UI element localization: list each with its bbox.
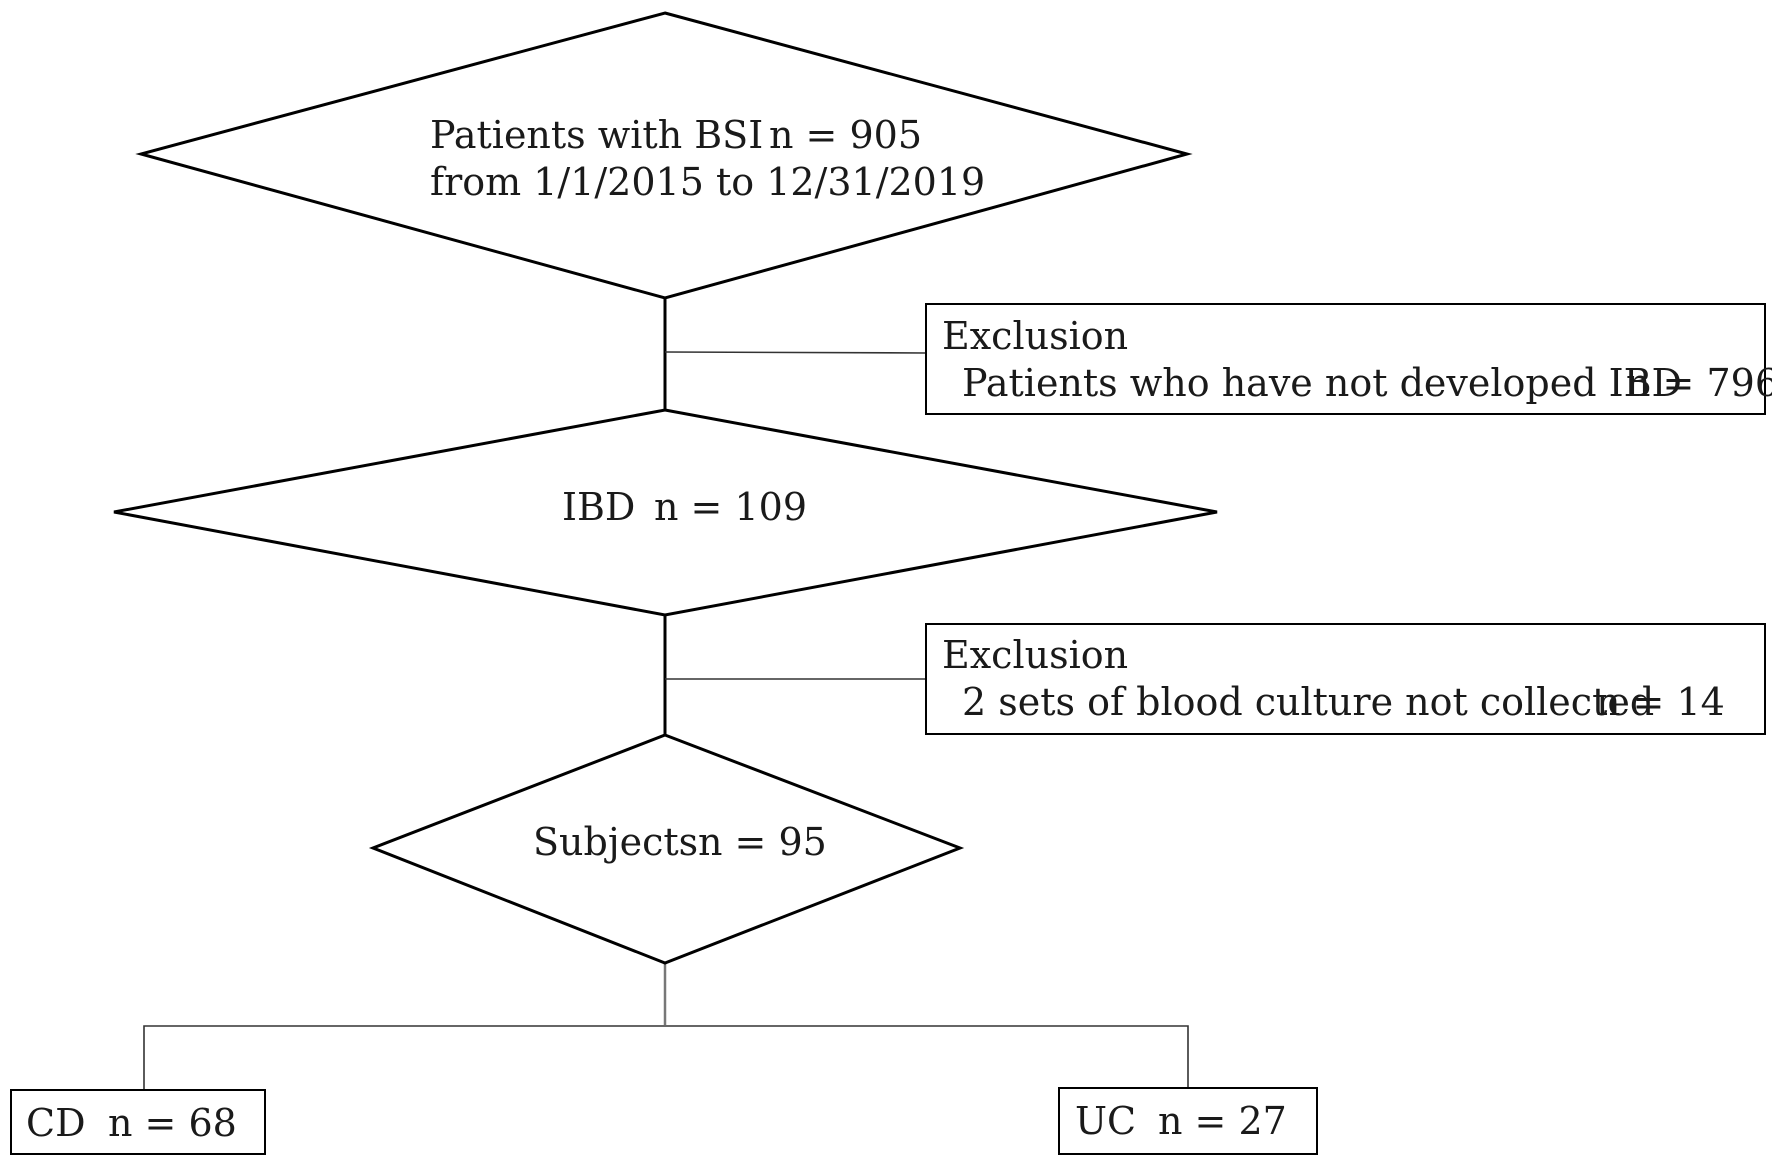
exclusion-1-reason: Patients who have not developed IBD [962,361,1682,405]
ibd-count: n = 109 [654,485,807,529]
diamond-shape [135,11,1193,300]
exclusion-1-count: n = 796 [1626,361,1772,405]
bsi-date-range: from 1/1/2015 to 12/31/2019 [430,160,985,204]
uc-box-frame [1058,1087,1318,1155]
subjects-label: Subjects [533,820,698,864]
group-box-cd: CD n = 68 [10,1089,266,1155]
exclusion-box-1: Exclusion Patients who have not develope… [925,303,1772,415]
cd-count: n = 68 [108,1101,237,1145]
diamond-shape [368,733,965,965]
exclusion-box-2-frame [925,623,1766,735]
uc-count: n = 27 [1158,1099,1287,1143]
bsi-label: Patients with BSI [430,113,763,157]
uc-label: UC [1075,1099,1136,1143]
diamond-shape [113,408,1218,617]
decision-subjects: Subjects n = 95 [368,733,965,965]
exclusion-box-1-frame [925,303,1766,415]
cd-box-frame [10,1089,266,1155]
exclusion-box-2: Exclusion 2 sets of blood culture not co… [925,623,1766,735]
decision-bsi-patients: Patients with BSI n = 905 from 1/1/2015 … [135,11,1193,300]
connector-split [143,1025,1189,1090]
bsi-count: n = 905 [769,113,922,157]
exclusion-2-heading: Exclusion [942,633,1128,677]
ibd-label: IBD [562,485,635,529]
cd-label: CD [26,1101,86,1145]
connector-to-exclusion-1 [664,351,927,354]
exclusion-1-heading: Exclusion [942,314,1128,358]
decision-ibd: IBD n = 109 [113,408,1218,617]
group-box-uc: UC n = 27 [1058,1087,1318,1155]
exclusion-2-reason: 2 sets of blood culture not collected [962,680,1654,724]
exclusion-2-count: n = 14 [1596,680,1725,724]
subjects-count: n = 95 [698,820,827,864]
